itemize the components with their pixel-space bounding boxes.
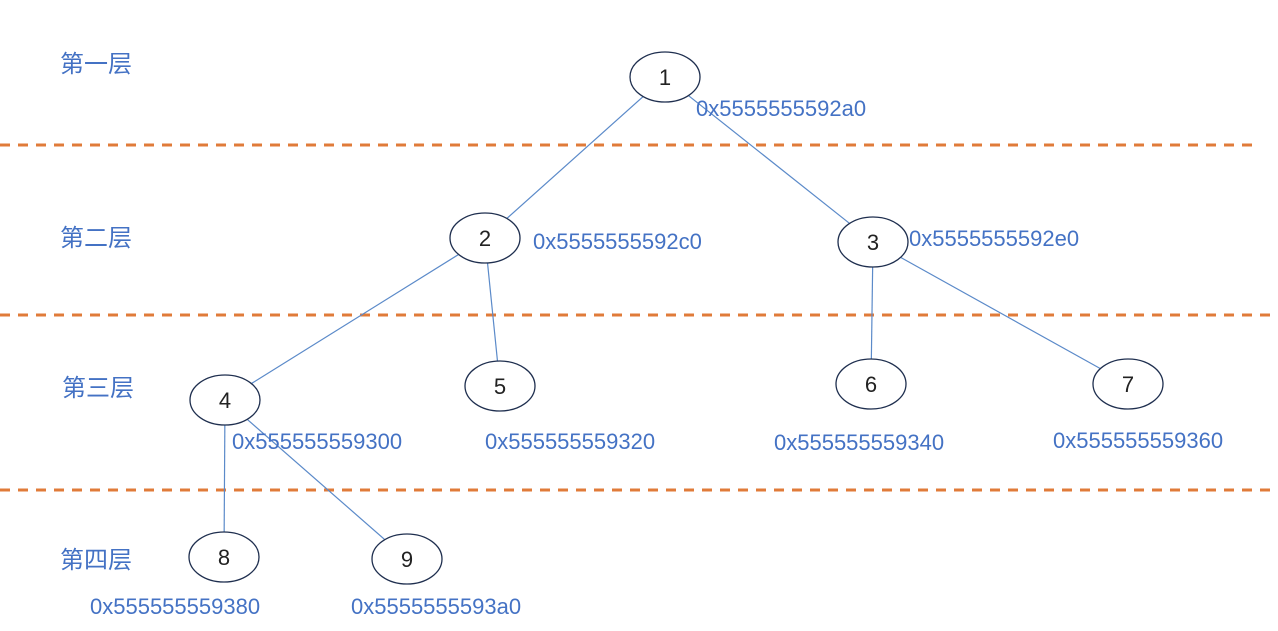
node-address-7: 0x555555559360 xyxy=(1053,428,1224,453)
tree-node-6: 6 xyxy=(835,358,907,410)
level-label-3: 第三层 xyxy=(62,374,134,402)
node-address-1: 0x5555555592a0 xyxy=(696,96,867,121)
node-circle xyxy=(449,212,521,264)
edge-1-3 xyxy=(688,95,850,224)
node-circle xyxy=(188,531,260,583)
node-value: 5 xyxy=(494,374,506,399)
level-separators xyxy=(0,143,1278,492)
node-circle xyxy=(189,374,261,426)
edge-1-2 xyxy=(506,96,644,219)
tree-node-3: 3 xyxy=(837,216,909,268)
level-label-4: 第四层 xyxy=(60,546,132,574)
node-address-4: 0x555555559300 xyxy=(232,429,403,454)
tree-node-1: 1 xyxy=(629,51,701,103)
edge-4-9 xyxy=(246,418,386,541)
node-value: 6 xyxy=(865,372,877,397)
node-address-9: 0x5555555593a0 xyxy=(351,594,522,619)
node-circle xyxy=(835,358,907,410)
node-circle xyxy=(371,533,443,585)
node-address-6: 0x555555559340 xyxy=(774,430,945,455)
node-value: 9 xyxy=(401,547,413,572)
edge-4-8 xyxy=(223,424,226,533)
node-value: 3 xyxy=(867,230,879,255)
edge-2-4 xyxy=(251,253,459,385)
tree-edges xyxy=(223,95,1101,541)
node-value: 2 xyxy=(479,226,491,251)
tree-nodes: 1 2 3 4 5 6 7 8 9 xyxy=(188,51,1164,585)
node-circle xyxy=(1092,358,1164,410)
edge-3-7 xyxy=(900,256,1101,370)
tree-node-9: 9 xyxy=(371,533,443,585)
tree-node-7: 7 xyxy=(1092,358,1164,410)
tree-node-2: 2 xyxy=(449,212,521,264)
node-address-5: 0x555555559320 xyxy=(485,429,656,454)
edge-3-6 xyxy=(870,266,874,360)
node-value: 1 xyxy=(659,65,671,90)
node-circle xyxy=(629,51,701,103)
node-circle xyxy=(464,360,536,412)
node-value: 7 xyxy=(1122,372,1134,397)
node-address-3: 0x5555555592e0 xyxy=(909,226,1080,251)
tree-node-8: 8 xyxy=(188,531,260,583)
tree-node-5: 5 xyxy=(464,360,536,412)
level-label-2: 第二层 xyxy=(60,224,132,252)
level-label-1: 第一层 xyxy=(60,50,132,78)
node-value: 8 xyxy=(218,545,230,570)
tree-node-4: 4 xyxy=(189,374,261,426)
node-address-8: 0x555555559380 xyxy=(90,594,261,619)
edge-2-5 xyxy=(486,262,499,362)
node-value: 4 xyxy=(219,388,231,413)
node-address-2: 0x5555555592c0 xyxy=(533,229,702,254)
node-circle xyxy=(837,216,909,268)
